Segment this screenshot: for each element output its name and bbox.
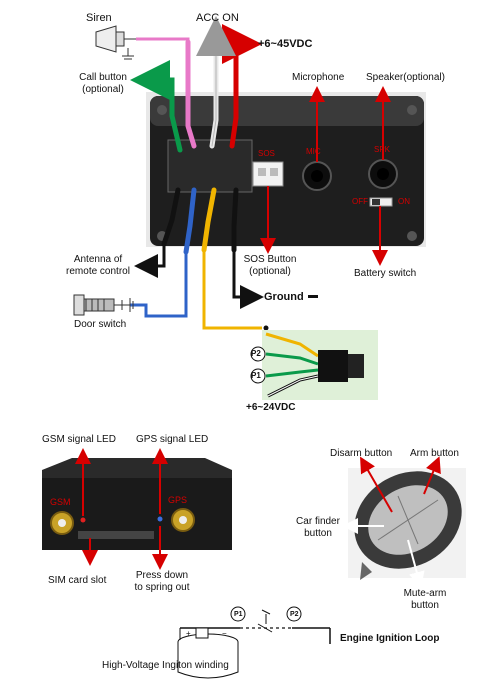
relay-wire-yellow bbox=[202, 250, 262, 330]
ignition-p2-label: P2 bbox=[290, 611, 299, 618]
device-wires bbox=[130, 24, 262, 255]
ground-label: Ground bbox=[264, 291, 304, 303]
remote-key-fob bbox=[348, 468, 466, 580]
microphone-label: Microphone bbox=[292, 72, 345, 83]
plus-symbol: + bbox=[186, 629, 191, 638]
switch-on-label: ON bbox=[398, 197, 410, 206]
battery-switch-label: Battery switch bbox=[354, 268, 417, 279]
siren-icon bbox=[95, 25, 136, 60]
gsm-device-label: GSM bbox=[50, 497, 71, 507]
ignition-loop-diagram bbox=[177, 606, 331, 679]
press-down-label: Press down to spring out bbox=[134, 570, 190, 593]
antenna-label: Antenna of remote control bbox=[66, 254, 130, 277]
gps-device-label: GPS bbox=[168, 495, 188, 505]
siren-label: Siren bbox=[86, 12, 112, 24]
arm-label: Arm button bbox=[410, 448, 459, 459]
antenna-wire bbox=[134, 244, 166, 278]
relay-power-label: +6~24VDC bbox=[246, 402, 296, 413]
mute-arm-label: Mute-arm button bbox=[403, 588, 447, 611]
arm-arrow bbox=[423, 456, 441, 495]
call-button-label: Call button (optional) bbox=[79, 72, 127, 95]
speaker-label: Speaker(optional) bbox=[366, 72, 445, 83]
door-switch-icon bbox=[73, 294, 134, 316]
door-switch-label: Door switch bbox=[74, 319, 127, 330]
disarm-arrow bbox=[360, 456, 393, 513]
car-finder-label: Car finder button bbox=[296, 516, 340, 539]
hv-winding-label: High-Voltage Ingiton winding bbox=[102, 660, 229, 671]
mic-port-label: MIC bbox=[306, 147, 321, 156]
sos-button-label: SOS Button (optional) bbox=[243, 254, 297, 277]
gps-led-label: GPS signal LED bbox=[136, 434, 209, 445]
power-main-label: +6~45VDC bbox=[258, 38, 313, 50]
relay-p1-label: P1 bbox=[251, 371, 261, 380]
door-switch-wire bbox=[130, 252, 188, 318]
acc-on-label: ACC ON bbox=[196, 12, 239, 24]
sim-slot-label: SIM card slot bbox=[48, 575, 107, 586]
sos-port-label: SOS bbox=[258, 149, 275, 158]
spk-port-label: SPK bbox=[374, 145, 391, 154]
switch-off-label: OFF bbox=[352, 197, 368, 206]
mute-arm-arrow bbox=[407, 539, 425, 588]
siren-wire bbox=[136, 37, 190, 46]
ground-wire bbox=[232, 250, 264, 309]
ignition-loop-label: Engine Ignition Loop bbox=[340, 633, 440, 644]
disarm-label: Disarm button bbox=[330, 448, 393, 459]
gsm-led-label: GSM signal LED bbox=[42, 434, 116, 445]
ignition-p1-label: P1 bbox=[234, 611, 243, 618]
relay-harness bbox=[250, 330, 378, 400]
ground-minus-icon bbox=[308, 295, 318, 298]
relay-p2-label: P2 bbox=[251, 349, 261, 358]
minus-symbol: − bbox=[222, 629, 227, 638]
tracker-device-front bbox=[42, 458, 232, 550]
